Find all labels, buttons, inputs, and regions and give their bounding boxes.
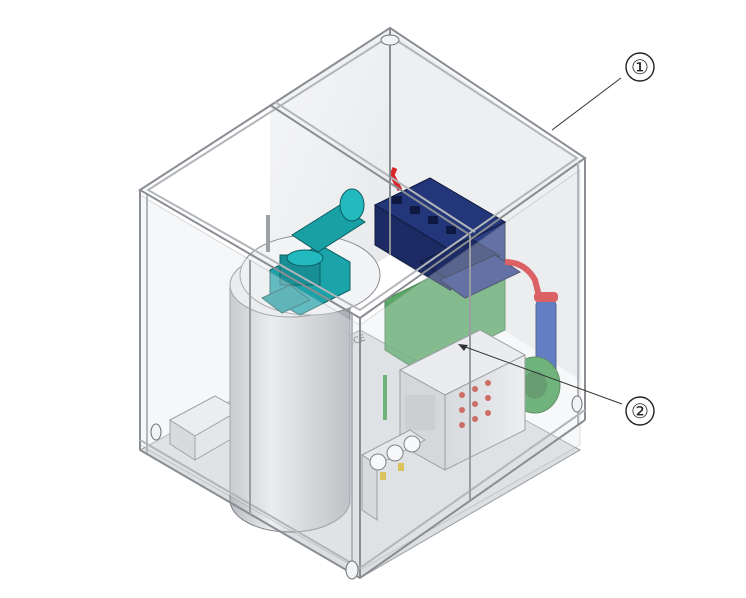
callout-1-leader <box>551 77 622 131</box>
callout-1-label: ① <box>631 55 649 79</box>
callout-1-circle <box>625 52 655 82</box>
pressure-gauges <box>361 429 426 521</box>
callout-2-circle <box>625 396 655 426</box>
callout-2: ② <box>458 344 655 426</box>
frame <box>138 26 587 580</box>
drum-label: ICE <box>350 333 367 348</box>
compressor <box>373 177 522 299</box>
callout-2-arrowhead <box>458 344 468 351</box>
control-cabinet <box>398 329 527 471</box>
corner-caps <box>150 34 583 580</box>
gear-motor <box>261 188 366 316</box>
callout-1: ① <box>551 52 655 131</box>
callout-2-label: ② <box>631 399 649 423</box>
callout-2-leader <box>459 344 623 405</box>
